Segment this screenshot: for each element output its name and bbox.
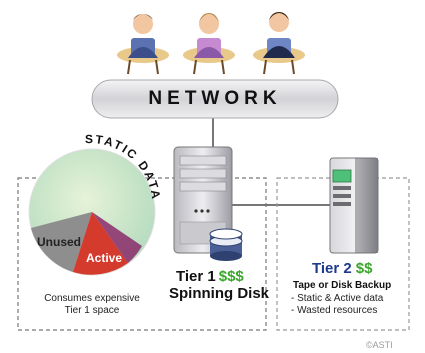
database-icon — [209, 228, 243, 261]
pie-slice-unused — [31, 212, 92, 272]
tier1-note-line1: Consumes expensive — [44, 293, 140, 304]
tier2-title-text: Tier 2 — [312, 260, 352, 277]
tier1-subtitle: Spinning Disk — [169, 285, 270, 302]
network-label: NETWORK — [148, 88, 282, 109]
copyright-credit: ©ASTI — [366, 340, 393, 350]
user-icon — [117, 14, 169, 75]
tier1-title-text: Tier 1 — [176, 268, 216, 285]
tier2-cost: $$ — [355, 260, 373, 277]
tier2-bullet-1: - Static & Active data — [291, 293, 384, 304]
tier2-subtitle: Tape or Disk Backup — [293, 280, 392, 291]
network-bar — [91, 79, 339, 119]
tier2-title: Tier 2$$ — [312, 260, 372, 277]
data-usage-pie — [28, 148, 156, 276]
pie-slice-active — [73, 212, 128, 275]
pie-active-label: Active — [86, 251, 123, 265]
user-icon — [253, 12, 305, 75]
tier1-note: Consumes expensive Tier 1 space — [28, 293, 156, 317]
pie-unused-label: Unused — [37, 235, 82, 249]
tier1-region — [17, 177, 267, 331]
tier1-title: Tier 1$$$ — [176, 268, 244, 285]
tier1-cost: $$$ — [218, 268, 244, 285]
tier2-bullet-2: - Wasted resources — [291, 305, 378, 316]
user-icon — [183, 13, 235, 75]
tier1-note-line2: Tier 1 space — [64, 305, 120, 316]
backup-server-icon — [329, 157, 379, 254]
